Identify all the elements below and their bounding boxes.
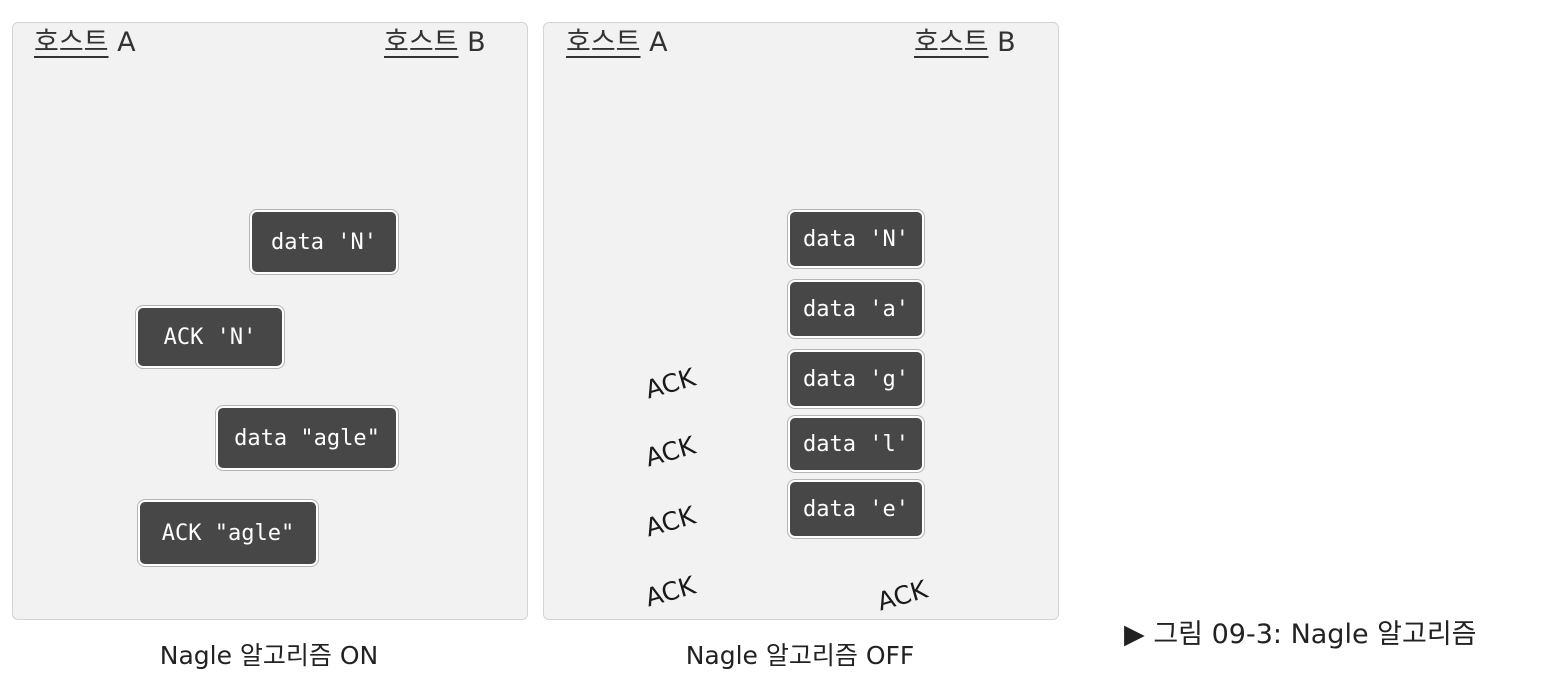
host-a-label-off: 호스트 A — [566, 27, 668, 58]
caption-on: Nagle 알고리즘 ON — [159, 641, 379, 670]
message-box-data-a: data 'a' — [787, 279, 925, 339]
message-box-data-agle: data "agle" — [215, 405, 399, 471]
host-b-label-off: 호스트 B — [914, 27, 1016, 58]
message-box-data-n-off: data 'N' — [787, 209, 925, 269]
message-box-data-g: data 'g' — [787, 349, 925, 409]
message-box-data-l: data 'l' — [787, 415, 925, 473]
message-box-data-n: data 'N' — [249, 209, 399, 275]
figure-caption: ▶ 그림 09-3: Nagle 알고리즘 — [1124, 619, 1477, 650]
message-box-ack-agle: ACK "agle" — [137, 499, 319, 567]
message-box-ack-n: ACK 'N' — [135, 305, 285, 369]
host-b-label-on: 호스트 B — [384, 27, 486, 58]
host-a-label-on: 호스트 A — [34, 27, 136, 58]
caption-off: Nagle 알고리즘 OFF — [685, 641, 915, 670]
message-box-data-e: data 'e' — [787, 479, 925, 539]
